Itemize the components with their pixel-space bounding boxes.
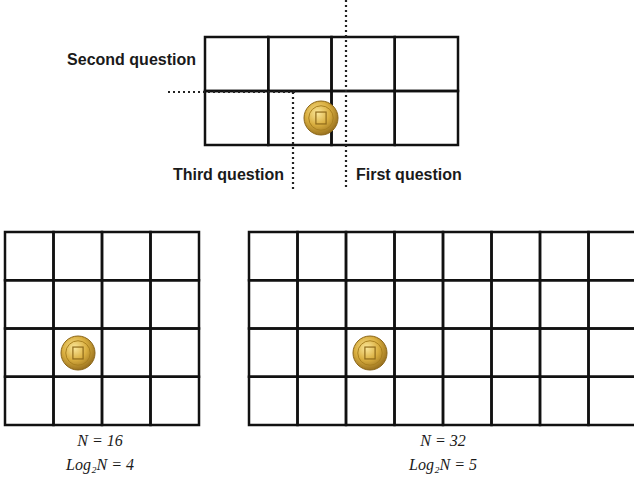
grid-cell bbox=[298, 280, 347, 328]
grid-cell bbox=[540, 377, 589, 425]
grid-cell bbox=[395, 280, 444, 328]
cut-lines bbox=[168, 0, 346, 190]
grid-cell bbox=[443, 377, 492, 425]
grid-cell bbox=[151, 377, 200, 425]
grid-cell bbox=[492, 232, 541, 280]
grid-cell bbox=[395, 91, 458, 145]
grid-cell bbox=[492, 377, 541, 425]
grid-cell bbox=[102, 232, 151, 280]
question-label: Third question bbox=[173, 166, 284, 184]
grid-cell bbox=[395, 37, 458, 91]
grid-cell bbox=[298, 329, 347, 377]
grid-cell bbox=[589, 329, 634, 377]
grid-cell bbox=[589, 232, 634, 280]
grid-cell bbox=[443, 232, 492, 280]
grid-cell bbox=[205, 91, 268, 145]
grid-cell bbox=[102, 280, 151, 328]
coin-body bbox=[61, 336, 95, 370]
grid-cell bbox=[5, 280, 54, 328]
grid-cell bbox=[395, 232, 444, 280]
coin-emblem bbox=[73, 347, 83, 359]
grid-4x2 bbox=[205, 37, 458, 145]
grid-cell bbox=[151, 329, 200, 377]
grid-cell bbox=[5, 232, 54, 280]
grid-cell bbox=[54, 329, 103, 377]
grid-cell bbox=[249, 280, 298, 328]
first-cut-line bbox=[345, 0, 347, 190]
grid-cell bbox=[298, 232, 347, 280]
grid-cell bbox=[346, 377, 395, 425]
grid-cell bbox=[540, 280, 589, 328]
coin bbox=[61, 336, 95, 370]
grid-cell bbox=[589, 377, 634, 425]
grid-cell bbox=[589, 280, 634, 328]
grid-cell bbox=[151, 280, 200, 328]
grid-cell bbox=[540, 232, 589, 280]
count-label: N = 16 bbox=[77, 432, 122, 450]
grid-cell bbox=[249, 377, 298, 425]
coin-body bbox=[304, 101, 338, 135]
grid-cell bbox=[5, 377, 54, 425]
grid-cell bbox=[249, 232, 298, 280]
coin-rim bbox=[66, 341, 90, 365]
second-cut-line bbox=[168, 91, 296, 93]
grid-cell bbox=[332, 37, 395, 91]
grid-cell bbox=[443, 280, 492, 328]
grid-4x4 bbox=[5, 232, 199, 425]
question-label: Second question bbox=[67, 51, 196, 69]
grid-cell bbox=[5, 329, 54, 377]
coin-body bbox=[353, 336, 387, 370]
grid-cell bbox=[492, 280, 541, 328]
grid-cell bbox=[54, 377, 103, 425]
grid-cell bbox=[443, 329, 492, 377]
grid-cell bbox=[54, 232, 103, 280]
grid-cell bbox=[332, 91, 395, 145]
grid-cell bbox=[205, 37, 268, 91]
question-label: First question bbox=[356, 166, 462, 184]
coin-emblem bbox=[365, 347, 375, 359]
grid-cell bbox=[268, 37, 331, 91]
log-label: Log₂N = 5 bbox=[409, 456, 477, 474]
grid-cell bbox=[395, 329, 444, 377]
coin-rim bbox=[358, 341, 382, 365]
third-cut-line bbox=[292, 92, 294, 190]
grid-cell bbox=[346, 280, 395, 328]
coin-rim bbox=[309, 106, 333, 130]
coin bbox=[353, 336, 387, 370]
grid-cell bbox=[346, 329, 395, 377]
grid-cell bbox=[102, 377, 151, 425]
log-label: Log₂N = 4 bbox=[66, 456, 134, 474]
grid-cell bbox=[395, 377, 444, 425]
grid-cell bbox=[298, 377, 347, 425]
grid-cell bbox=[54, 280, 103, 328]
count-label: N = 32 bbox=[420, 432, 465, 450]
grid-cell bbox=[151, 232, 200, 280]
grid-cell bbox=[102, 329, 151, 377]
coin bbox=[304, 101, 338, 135]
coin-emblem bbox=[316, 112, 326, 124]
grid-cell bbox=[540, 329, 589, 377]
grid-8x4 bbox=[249, 232, 634, 425]
grid-cell bbox=[249, 329, 298, 377]
grid-cell bbox=[346, 232, 395, 280]
grid-cell bbox=[492, 329, 541, 377]
